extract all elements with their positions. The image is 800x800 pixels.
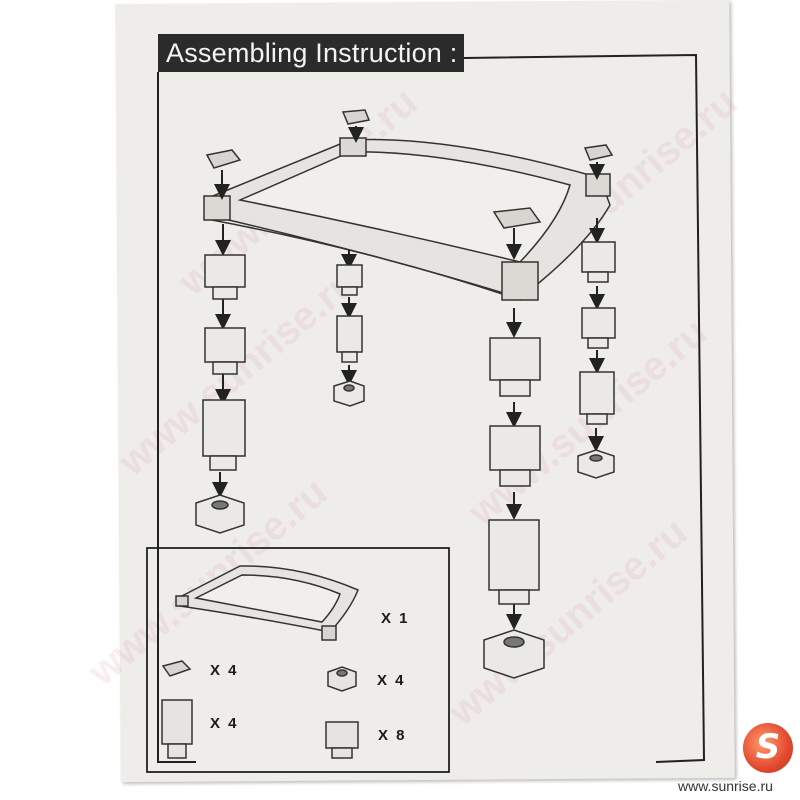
qty-shelf: X 1	[381, 610, 410, 627]
short-leg-segment-icon	[489, 425, 541, 487]
tall-leg-segment-icon	[579, 371, 615, 425]
cap-icon	[205, 109, 614, 229]
short-leg-segment-icon	[581, 307, 616, 349]
short-leg-segment-icon	[336, 264, 363, 296]
shelf-panel-icon	[203, 137, 611, 302]
base-foot-icon	[483, 629, 545, 679]
tall-leg-segment-icon	[161, 699, 193, 759]
base-foot-icon	[577, 449, 615, 479]
short-leg-segment-icon	[581, 241, 616, 283]
base-foot-icon	[333, 380, 365, 407]
base-foot-icon	[195, 494, 245, 534]
sunrise-logo-icon: S	[743, 723, 793, 773]
qty-tall-segment: X 4	[210, 715, 239, 732]
short-leg-segment-icon	[325, 721, 359, 759]
tall-leg-segment-icon	[202, 399, 246, 471]
qty-cap: X 4	[210, 662, 239, 679]
short-leg-segment-icon	[489, 337, 541, 397]
shelf-panel-icon	[175, 565, 359, 641]
tall-leg-segment-icon	[336, 315, 363, 363]
tall-leg-segment-icon	[488, 519, 540, 605]
short-leg-segment-icon	[204, 327, 246, 375]
cap-icon	[161, 660, 192, 677]
page-title: Assembling Instruction :	[158, 34, 464, 72]
qty-short-segment: X 8	[378, 727, 407, 744]
base-foot-icon	[327, 666, 357, 692]
short-leg-segment-icon	[204, 254, 246, 300]
site-url: www.sunrise.ru	[678, 778, 773, 794]
logo-letter: S	[755, 727, 781, 767]
qty-base-foot: X 4	[377, 672, 406, 689]
